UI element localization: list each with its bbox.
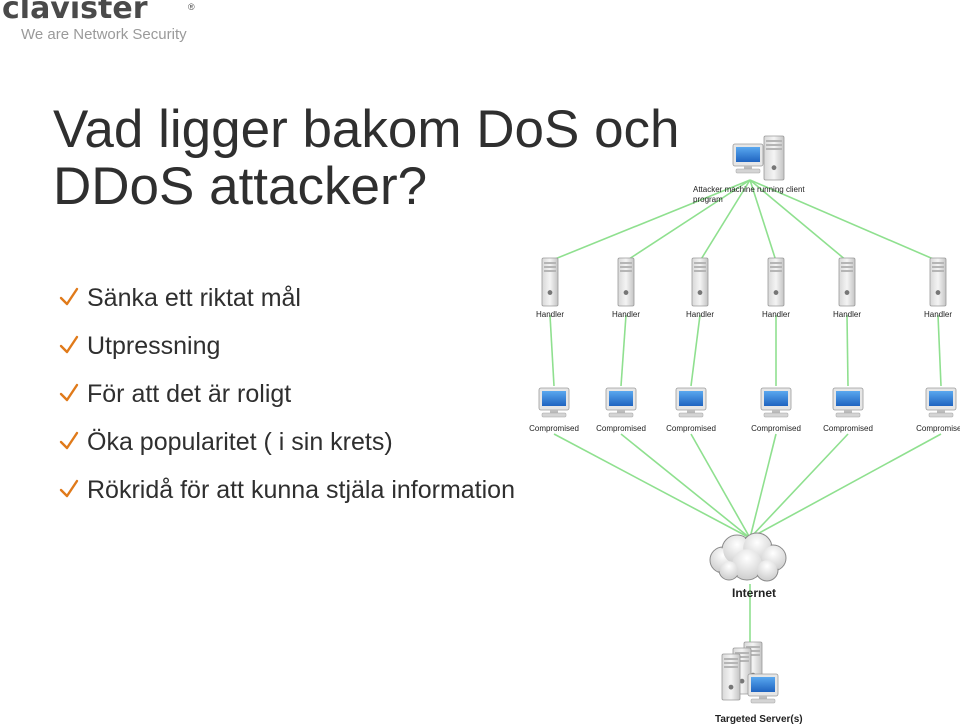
logo-wordmark: clavister: [2, 0, 148, 26]
bullet-item: För att det är roligt: [58, 379, 515, 427]
connection-line: [620, 314, 627, 387]
ddos-diagram-svg: Attacker machine running client program …: [529, 135, 960, 725]
compromised-computer-icon: [760, 387, 792, 418]
attacker-label-line1: Attacker machine running client: [693, 185, 805, 194]
connection-line: [699, 179, 751, 262]
handler-label: Handler: [762, 310, 790, 319]
connection-line: [749, 433, 849, 539]
connection-line: [749, 433, 777, 539]
compromised-label: Compromised: [916, 424, 960, 433]
handler-label: Handler: [686, 310, 714, 319]
bullet-item: Sänka ett riktat mål: [58, 283, 515, 331]
connection-line: [549, 314, 555, 387]
checkmark-icon: [59, 335, 79, 354]
handler-label: Handler: [924, 310, 952, 319]
ddos-diagram: Attacker machine running client program …: [515, 130, 960, 726]
compromised-label: Compromised: [823, 424, 873, 433]
connection-line: [937, 314, 942, 387]
attacker-label-line2: program: [693, 195, 723, 204]
handler-server-icon: [838, 257, 856, 307]
internet-cloud-icon: [709, 532, 787, 582]
connection-line: [549, 179, 751, 262]
checkmark-icon: [59, 287, 79, 306]
diagram-nodes: [538, 135, 957, 704]
bullet-text: Utpressning: [87, 332, 221, 360]
target-server-icon: [721, 653, 741, 701]
connection-line: [690, 433, 751, 539]
bullet-text: Rökridå för att kunna stjäla information: [87, 476, 515, 504]
bullet-item: Rökridå för att kunna stjäla information: [58, 475, 515, 523]
compromised-computer-icon: [675, 387, 707, 418]
compromised-computer-icon: [925, 387, 957, 418]
connection-line: [625, 179, 751, 262]
compromised-label: Compromised: [666, 424, 716, 433]
handler-server-icon: [541, 257, 559, 307]
checkmark-icon: [59, 383, 79, 402]
handler-label: Handler: [536, 310, 564, 319]
target-monitor-icon: [747, 673, 779, 704]
title-line-1: Vad ligger bakom DoS och: [53, 100, 680, 159]
clavister-logo: clavister ®: [0, 0, 200, 24]
bullet-list: Sänka ett riktat mål Utpressning För att…: [58, 283, 515, 523]
connection-line: [620, 433, 751, 539]
title-line-2: DDoS attacker?: [53, 157, 428, 216]
compromised-label: Compromised: [596, 424, 646, 433]
compromised-computer-icon: [832, 387, 864, 418]
handler-label: Handler: [833, 310, 861, 319]
bullet-text: För att det är roligt: [87, 380, 292, 408]
bullet-text: Öka popularitet ( i sin krets): [87, 428, 393, 456]
connection-line: [749, 433, 942, 539]
connection-line: [749, 179, 939, 262]
registered-mark: ®: [188, 2, 195, 12]
tagline: We are Network Security: [21, 26, 187, 43]
connection-line: [690, 314, 701, 387]
compromised-computer-icon: [538, 387, 570, 418]
connection-line: [553, 433, 751, 539]
handler-server-icon: [929, 257, 947, 307]
diagram-labels: Attacker machine running client program …: [529, 185, 960, 725]
compromised-label: Compromised: [751, 424, 801, 433]
checkmark-icon: [59, 431, 79, 450]
connection-lines: [549, 179, 942, 646]
connection-line: [749, 179, 848, 262]
target-label: Targeted Server(s): [715, 714, 803, 725]
connection-line: [749, 179, 777, 262]
attacker-monitor-icon: [732, 143, 764, 174]
slide-title: Vad ligger bakom DoS och DDoS attacker?: [53, 101, 680, 215]
bullet-item: Öka popularitet ( i sin krets): [58, 427, 515, 475]
checkmark-icon: [59, 479, 79, 498]
compromised-computer-icon: [605, 387, 637, 418]
handler-server-icon: [767, 257, 785, 307]
compromised-label: Compromised: [529, 424, 579, 433]
bullet-item: Utpressning: [58, 331, 515, 379]
handler-label: Handler: [612, 310, 640, 319]
connection-line: [846, 314, 849, 387]
internet-label: Internet: [732, 586, 776, 600]
attacker-server-icon: [763, 135, 785, 181]
handler-server-icon: [617, 257, 635, 307]
handler-server-icon: [691, 257, 709, 307]
bullet-text: Sänka ett riktat mål: [87, 284, 301, 312]
